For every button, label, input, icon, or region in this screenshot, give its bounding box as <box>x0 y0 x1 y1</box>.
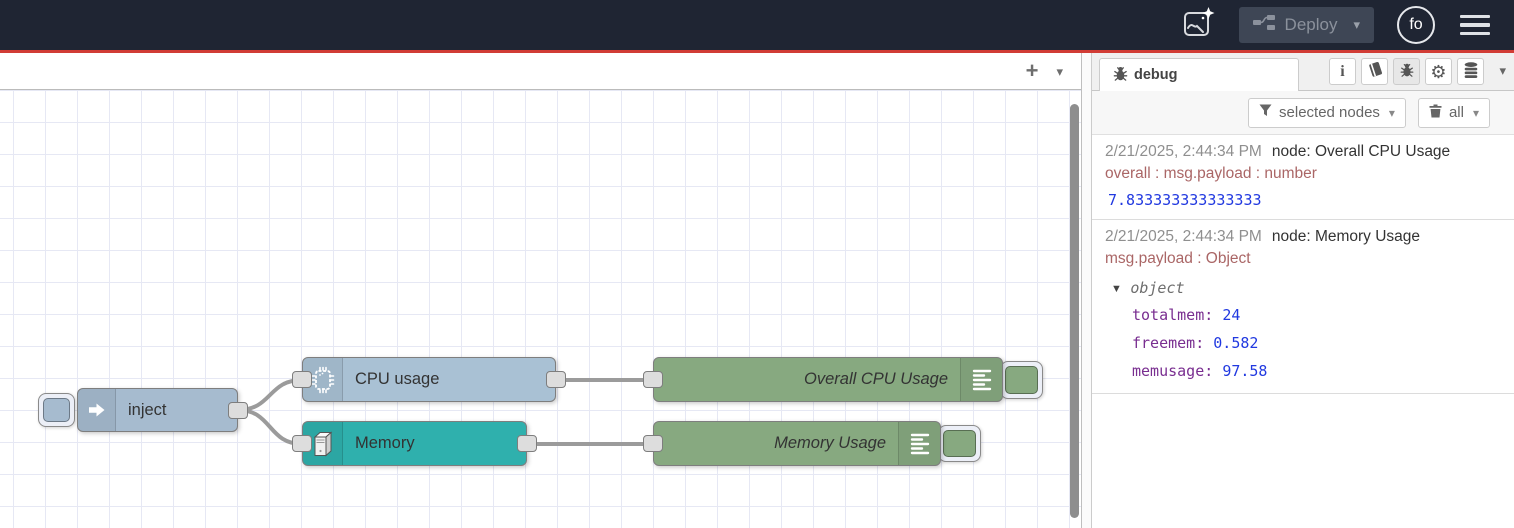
gear-icon: ⚙ <box>1430 61 1447 82</box>
flow-tabbar: + ▾ <box>0 53 1081 90</box>
object-property: memusage: 97.58 <box>1105 357 1506 385</box>
tab-debug[interactable]: debug <box>1099 58 1299 91</box>
port-memory-output[interactable] <box>517 435 537 452</box>
object-property: totalmem: 24 <box>1105 301 1506 329</box>
node-debug-memory-usage[interactable]: Memory Usage <box>653 421 941 466</box>
node-cpu-usage[interactable]: CPU usage <box>302 357 556 402</box>
editor-column: + ▾ <box>0 53 1081 528</box>
inject-arrow-icon <box>78 389 116 431</box>
property-value: 97.58 <box>1222 362 1268 380</box>
user-initials: fo <box>1409 16 1423 33</box>
filter-funnel-icon <box>1259 104 1272 121</box>
filter-caret: ▾ <box>1388 105 1395 120</box>
message-node-name: node: Memory Usage <box>1271 228 1421 245</box>
tab-help-button[interactable] <box>1361 58 1388 85</box>
inject-trigger-button[interactable] <box>38 393 75 427</box>
object-type-label[interactable]: object <box>1130 279 1185 297</box>
deploy-icon <box>1252 14 1275 36</box>
sidebar-splitter[interactable] <box>1081 53 1092 528</box>
node-debug-overall-cpu-usage[interactable]: Overall CPU Usage <box>653 357 1003 402</box>
property-value: 0.582 <box>1213 334 1259 352</box>
property-key: memusage: <box>1132 362 1214 380</box>
debug-message[interactable]: 2/21/2025, 2:44:34 PM node: Memory Usage… <box>1092 220 1514 394</box>
port-inject-output[interactable] <box>228 402 248 419</box>
bug-icon <box>1399 61 1415 83</box>
sidebar-tabbar: debug i <box>1092 53 1514 91</box>
object-expand-caret[interactable]: ▼ <box>1111 283 1122 295</box>
ai-assistant-button[interactable] <box>1180 5 1216 46</box>
header-bar: Deploy ▾ fo <box>0 0 1514 50</box>
trash-icon <box>1429 104 1442 122</box>
sidebar: debug i <box>1092 53 1514 528</box>
flow-canvas[interactable]: inject <box>0 90 1081 528</box>
debug-output-icon <box>898 422 940 465</box>
property-key: freemem: <box>1132 334 1205 352</box>
message-timestamp: 2/21/2025, 2:44:34 PM <box>1105 228 1262 245</box>
flow-sparkle-icon <box>1180 5 1216 46</box>
tab-config-button[interactable]: ⚙ <box>1425 58 1452 85</box>
message-node-name: node: Overall CPU Usage <box>1271 143 1451 160</box>
message-meta: msg.payload : Object <box>1105 250 1251 267</box>
user-avatar[interactable]: fo <box>1397 6 1435 44</box>
debug-toggle-button-cpu[interactable] <box>1000 361 1043 399</box>
clear-caret: ▾ <box>1472 105 1479 120</box>
message-payload-number: 7.833333333333333 <box>1108 191 1262 209</box>
cpu-chip-icon <box>303 358 343 401</box>
database-icon <box>1462 60 1480 84</box>
port-cpu-input[interactable] <box>292 371 312 388</box>
debug-clear-button[interactable]: all ▾ <box>1417 97 1490 128</box>
port-debug-memory-input[interactable] <box>643 435 663 452</box>
add-flow-button[interactable]: + <box>1025 58 1039 83</box>
flow-list-button[interactable]: ▾ <box>1056 63 1063 79</box>
info-icon: i <box>1340 62 1345 80</box>
property-key: totalmem: <box>1132 306 1214 324</box>
debug-message[interactable]: 2/21/2025, 2:44:34 PM node: Overall CPU … <box>1092 135 1514 220</box>
debug-filter-label: selected nodes <box>1279 104 1380 121</box>
sidebar-menu-caret[interactable]: ▾ <box>1499 63 1506 78</box>
debug-clear-label: all <box>1448 104 1464 121</box>
node-label: Overall CPU Usage <box>804 370 948 388</box>
deploy-label: Deploy <box>1284 15 1338 34</box>
debug-filter-button[interactable]: selected nodes ▾ <box>1248 97 1406 128</box>
deploy-options-caret[interactable]: ▾ <box>1353 17 1360 32</box>
property-value: 24 <box>1222 306 1241 324</box>
tab-debug-label: debug <box>1134 67 1178 83</box>
node-inject[interactable]: inject <box>77 388 238 432</box>
tab-context-button[interactable] <box>1457 58 1484 85</box>
header-accent-line <box>0 50 1514 53</box>
node-label: Memory Usage <box>774 434 886 452</box>
debug-toolbar: selected nodes ▾ all ▾ <box>1092 91 1514 135</box>
main-menu-button[interactable] <box>1458 11 1492 40</box>
debug-output-icon <box>960 358 1002 401</box>
node-label: Memory <box>355 434 415 452</box>
tab-debug-button[interactable] <box>1393 58 1420 85</box>
tab-info-button[interactable]: i <box>1329 58 1356 85</box>
node-memory[interactable]: Memory <box>302 421 527 466</box>
canvas-vertical-scrollbar[interactable] <box>1070 104 1079 518</box>
debug-message-list: 2/21/2025, 2:44:34 PM node: Overall CPU … <box>1092 135 1514 528</box>
port-cpu-output[interactable] <box>546 371 566 388</box>
message-meta: overall : msg.payload : number <box>1105 165 1317 182</box>
node-label: CPU usage <box>355 370 440 388</box>
deploy-button[interactable]: Deploy ▾ <box>1238 7 1374 43</box>
port-debug-cpu-input[interactable] <box>643 371 663 388</box>
debug-toggle-button-memory[interactable] <box>938 425 981 462</box>
object-property: freemem: 0.582 <box>1105 329 1506 357</box>
node-label: inject <box>128 400 167 419</box>
message-timestamp: 2/21/2025, 2:44:34 PM <box>1105 143 1262 160</box>
port-memory-input[interactable] <box>292 435 312 452</box>
book-icon <box>1366 60 1384 83</box>
bug-icon <box>1112 64 1129 87</box>
